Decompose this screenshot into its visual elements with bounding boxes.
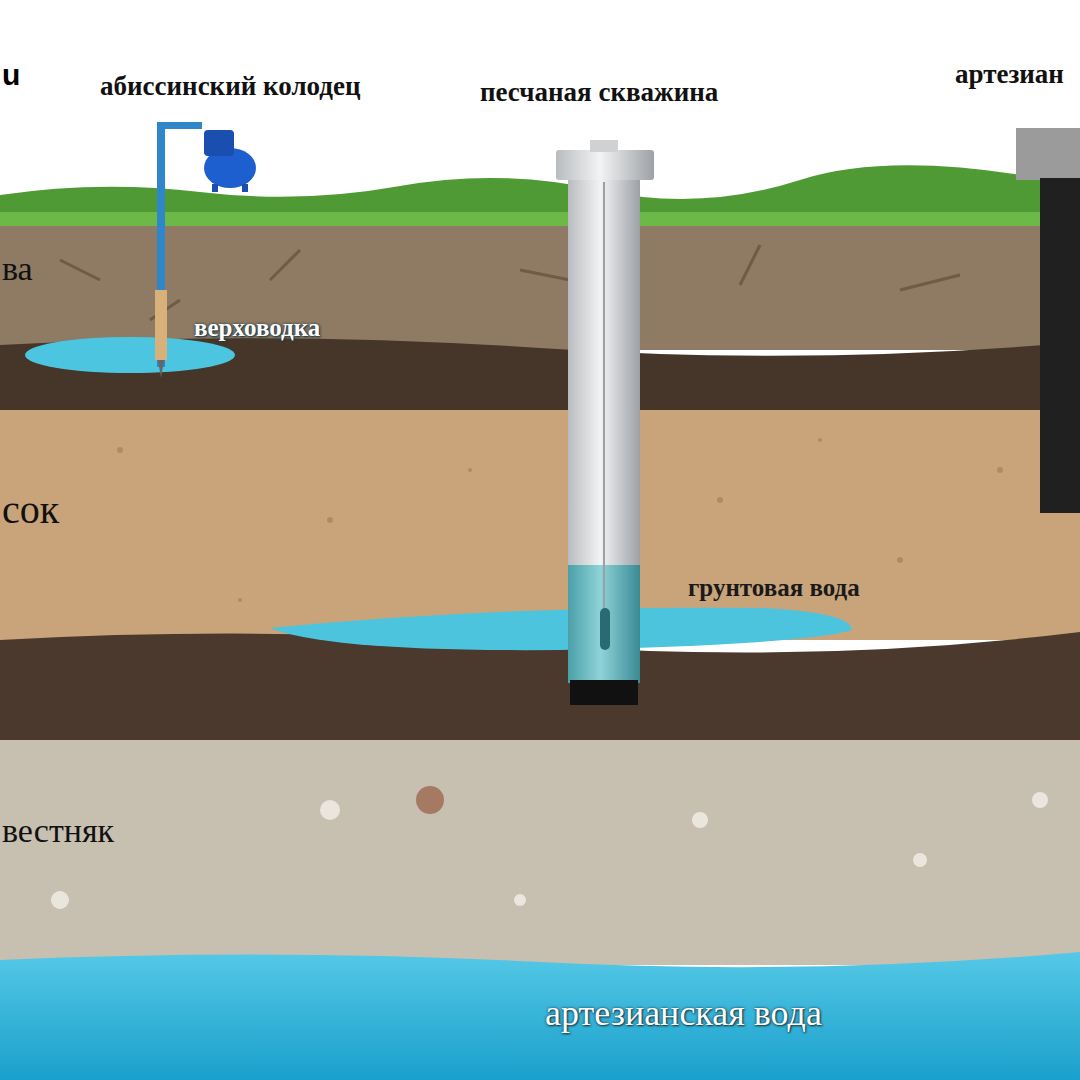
well-title: песчаная скважина	[480, 78, 718, 108]
well-title: абиссинский колодец	[100, 72, 360, 102]
well-title: артезиан	[955, 60, 1064, 90]
water-label: верховодка	[194, 314, 320, 342]
layer-name: сок	[2, 488, 59, 532]
layer-name: ва	[2, 250, 33, 287]
watermark: u	[2, 58, 20, 91]
layer-name: вестняк	[2, 812, 114, 849]
water-label: артезианская вода	[545, 994, 822, 1034]
water-label: грунтовая вода	[688, 574, 860, 602]
